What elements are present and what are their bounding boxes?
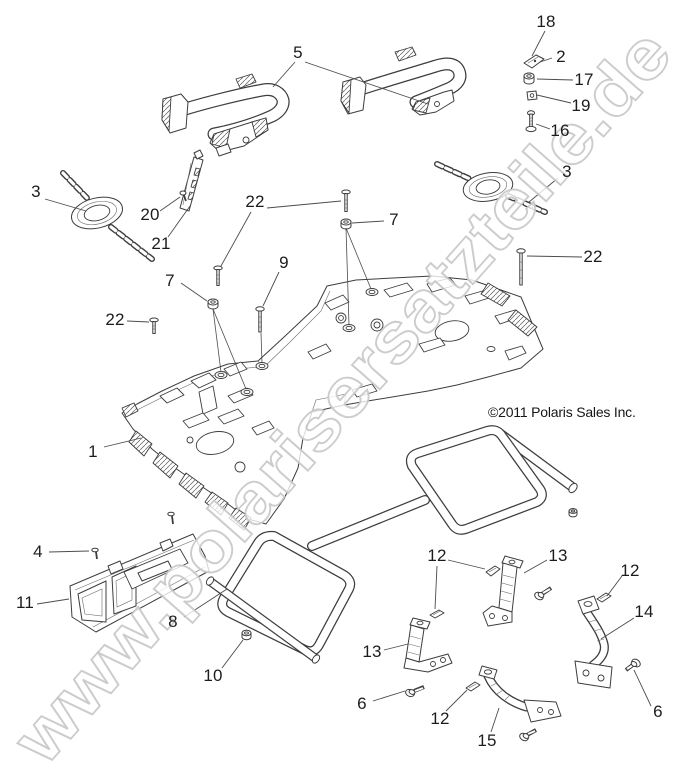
- callout-14: 14: [634, 602, 654, 621]
- bracket-14-part: [574, 595, 613, 689]
- callout-3-right: 3: [562, 162, 572, 181]
- screw-16-part: [525, 110, 537, 133]
- callout-6-right: 6: [653, 702, 663, 721]
- clip-12-right-part: [596, 592, 612, 603]
- nut-19-part: [526, 90, 538, 101]
- callout-20: 20: [140, 205, 160, 224]
- callout-6-left: 6: [357, 694, 367, 713]
- callout-15: 15: [477, 731, 497, 750]
- callout-5: 5: [293, 43, 303, 62]
- nut-10b-part: [568, 508, 578, 518]
- callout-10: 10: [203, 666, 223, 685]
- clip-12-top-b-part: [429, 609, 445, 619]
- bracket-13-upper-part: [482, 555, 524, 627]
- callout-19: 19: [571, 96, 591, 115]
- callout-7-right: 7: [389, 210, 399, 229]
- copyright-text: ©2011 Polaris Sales Inc.: [488, 404, 636, 420]
- brace-bar-part: [179, 149, 204, 212]
- tube-frame-part: [205, 425, 578, 664]
- rack-part: [121, 275, 544, 531]
- bracket-15-part: [478, 665, 562, 723]
- bolt-near-13-part: [534, 586, 553, 601]
- bolt-near-15-part: [519, 728, 537, 742]
- screw-20-part: [179, 190, 187, 202]
- screw-22-right-part: [516, 248, 526, 286]
- bolt-6-left-part: [405, 685, 425, 698]
- callout-2: 2: [556, 47, 566, 66]
- callout-12-right: 12: [620, 561, 640, 580]
- rack-mount-holes: [214, 288, 379, 396]
- screw-4b-part: [167, 511, 175, 525]
- bumper-left-part: [161, 73, 290, 157]
- screw-22-mid-a-part: [213, 265, 223, 286]
- callout-8: 8: [168, 612, 178, 631]
- callout-11: 11: [15, 593, 35, 612]
- nut-7-left-part: [207, 298, 219, 310]
- callout-3-left: 3: [31, 182, 41, 201]
- callout-17: 17: [574, 70, 594, 89]
- callout-12-bottom: 12: [430, 709, 450, 728]
- callout-9: 9: [279, 253, 289, 272]
- callout-22-left: 22: [105, 310, 125, 329]
- callout-13-left: 13: [362, 642, 382, 661]
- callout-22-mid: 22: [245, 192, 265, 211]
- clip-12-top-a-part: [485, 565, 501, 577]
- callout-4: 4: [33, 542, 43, 561]
- clip-12-bottom-part: [465, 681, 481, 692]
- callout-1: 1: [88, 442, 98, 461]
- callout-7-left: 7: [165, 271, 175, 290]
- screw-22-left-part: [149, 317, 159, 334]
- bracket-13-lower-part: [403, 617, 453, 673]
- screw-22-mid-b-part: [341, 189, 351, 212]
- nut-10-part: [241, 629, 252, 641]
- bolt-6-right-part: [624, 658, 641, 672]
- bumper-right-part: [340, 46, 467, 116]
- callout-22-right: 22: [583, 247, 603, 266]
- screw-4-part: [91, 547, 99, 560]
- side-panel-part: [69, 533, 210, 633]
- screw-9-part: [255, 306, 265, 333]
- callout-21: 21: [151, 234, 171, 253]
- leader-lines: [36, 30, 652, 733]
- callout-18: 18: [536, 12, 556, 31]
- clip-2-part: [523, 54, 545, 69]
- watermark-text: www.polarisersatzteile.de: [0, 14, 686, 768]
- nut-7-right-part: [340, 218, 352, 230]
- ring-chain-left-part: [60, 170, 155, 262]
- callout-12-top: 12: [427, 546, 447, 565]
- callout-16: 16: [550, 121, 570, 140]
- ring-chain-right-part: [434, 161, 548, 215]
- callout-13-top: 13: [548, 546, 568, 565]
- nut-17-part: [523, 72, 535, 85]
